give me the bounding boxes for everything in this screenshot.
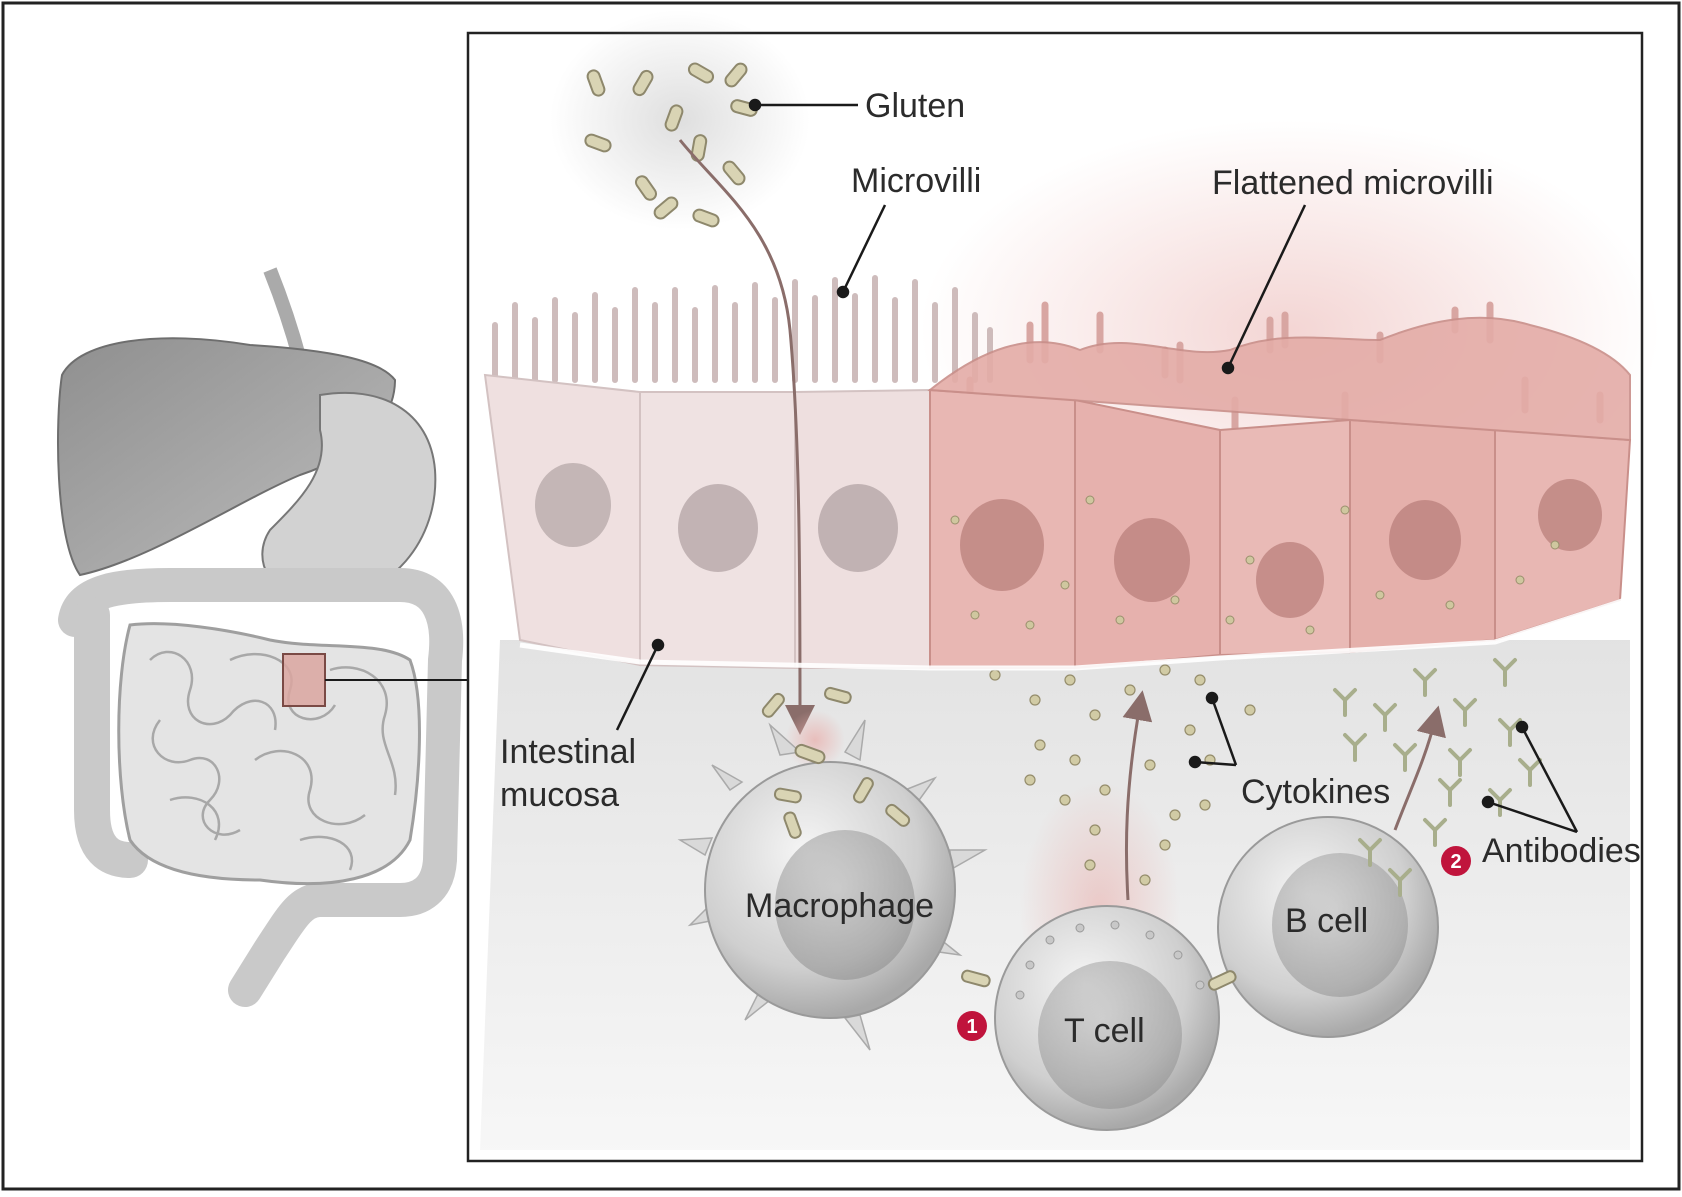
b-cell-label: B cell bbox=[1285, 902, 1368, 940]
step-badge-1-number: 1 bbox=[966, 1016, 977, 1038]
cytokines-label: Cytokines bbox=[1241, 773, 1390, 811]
intestinal-mucosa-label-line2: mucosa bbox=[500, 776, 619, 814]
t-cell-label: T cell bbox=[1064, 1012, 1145, 1050]
microvilli-label: Microvilli bbox=[851, 162, 981, 200]
inflamed-epithelium bbox=[930, 305, 1630, 668]
intestinal-mucosa-label-line1: Intestinal bbox=[500, 733, 636, 771]
gluten-label: Gluten bbox=[865, 87, 965, 125]
antibodies-label: Antibodies bbox=[1482, 832, 1641, 870]
flattened-microvilli-label: Flattened microvilli bbox=[1212, 164, 1494, 202]
step-badge-1: 1 bbox=[957, 1011, 987, 1041]
macrophage-label: Macrophage bbox=[745, 887, 934, 925]
zoom-highlight-box bbox=[283, 654, 325, 706]
step-badge-2: 2 bbox=[1441, 846, 1471, 876]
step-badge-2-number: 2 bbox=[1450, 851, 1461, 873]
